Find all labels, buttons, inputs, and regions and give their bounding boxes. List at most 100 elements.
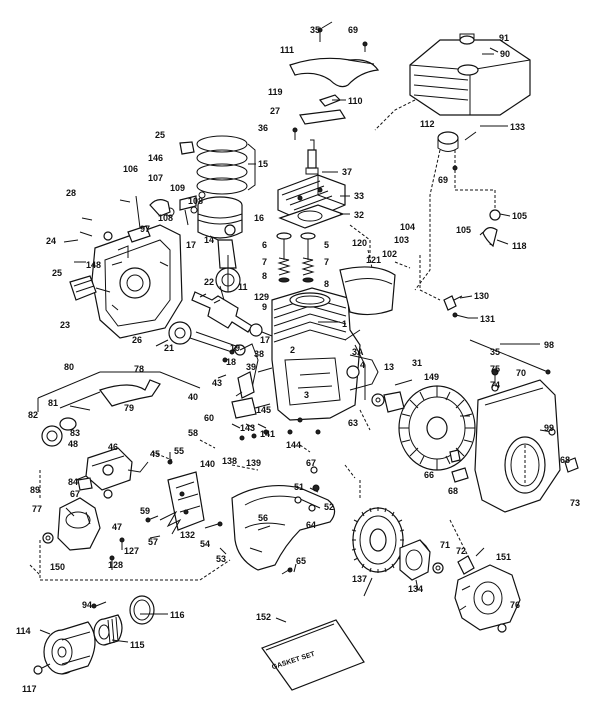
label-77: 77: [32, 504, 42, 514]
label-141: 141: [260, 429, 275, 439]
label-151: 151: [496, 552, 511, 562]
label-69b: 69: [438, 175, 448, 185]
label-112: 112: [420, 119, 435, 129]
label-116: 116: [170, 610, 185, 620]
label-75: 75: [490, 364, 500, 374]
label-55: 55: [174, 446, 184, 456]
control-bracket: [159, 471, 205, 535]
label-37: 37: [342, 167, 352, 177]
label-117: 117: [22, 684, 37, 694]
label-132: 132: [180, 530, 195, 540]
piston-rings: [196, 135, 256, 195]
label-102: 102: [382, 249, 397, 259]
label-114: 114: [16, 626, 31, 636]
label-148: 148: [86, 260, 101, 270]
label-80: 80: [64, 362, 74, 372]
label-120: 120: [352, 238, 367, 248]
label-1: 1: [342, 319, 347, 329]
label-118: 118: [512, 241, 527, 251]
governor-lever: [217, 343, 273, 399]
label-17b: 17: [260, 335, 270, 345]
label-11: 11: [238, 282, 248, 292]
carburetor: [77, 447, 149, 499]
label-35: 35: [310, 25, 320, 35]
label-31: 31: [412, 358, 422, 368]
label-39: 39: [246, 362, 256, 372]
label-54: 54: [200, 539, 210, 549]
label-145: 145: [256, 405, 271, 415]
label-18: 18: [226, 357, 236, 367]
spark-plug: [292, 127, 319, 175]
label-144: 144: [286, 440, 301, 450]
label-43: 43: [212, 378, 222, 388]
label-25b: 25: [52, 268, 62, 278]
part-labels: 35 69 111 91 90 119 110 27 112 133 25 36…: [16, 25, 580, 694]
label-104: 104: [400, 222, 415, 232]
camshaft: [168, 321, 246, 356]
label-134: 134: [408, 584, 423, 594]
label-58: 58: [188, 428, 198, 438]
label-33: 33: [354, 191, 364, 201]
label-56: 56: [258, 513, 268, 523]
label-3: 3: [304, 390, 309, 400]
label-82: 82: [28, 410, 38, 420]
bearing: [93, 614, 123, 646]
label-9: 9: [262, 302, 267, 312]
label-133: 133: [510, 122, 525, 132]
piston: [197, 196, 243, 239]
air-filter: [41, 417, 77, 447]
label-119: 119: [268, 87, 283, 97]
label-51: 51: [294, 482, 304, 492]
label-106: 106: [123, 164, 138, 174]
label-108b: 108: [158, 213, 173, 223]
label-47: 47: [112, 522, 122, 532]
label-128: 128: [108, 560, 123, 570]
label-130: 130: [474, 291, 489, 301]
label-57: 57: [148, 537, 158, 547]
label-150: 150: [50, 562, 65, 572]
label-107: 107: [148, 173, 163, 183]
label-45: 45: [150, 449, 160, 459]
label-103: 103: [394, 235, 409, 245]
starter-assembly: [454, 564, 521, 633]
label-98: 98: [544, 340, 554, 350]
label-13: 13: [384, 362, 394, 372]
label-19: 19: [230, 343, 240, 353]
label-78: 78: [134, 364, 144, 374]
label-53: 53: [216, 554, 226, 564]
fuel-tank: [409, 33, 531, 116]
label-3a: 3A: [352, 347, 364, 357]
breather-assembly: [135, 141, 198, 229]
label-27: 27: [270, 106, 280, 116]
starter-washers: [432, 555, 475, 575]
air-cleaner-elbow: [59, 379, 161, 409]
label-76: 76: [510, 600, 520, 610]
label-74: 74: [490, 380, 500, 390]
label-68b: 68: [448, 486, 458, 496]
label-7: 7: [262, 257, 267, 267]
label-131: 131: [480, 314, 495, 324]
label-15: 15: [258, 159, 268, 169]
label-94: 94: [82, 600, 92, 610]
cylinder-block: [271, 287, 366, 421]
label-108: 108: [188, 196, 203, 206]
label-68: 68: [560, 455, 570, 465]
label-109: 109: [170, 183, 185, 193]
starter-cup: [399, 539, 431, 581]
label-36: 36: [258, 123, 268, 133]
leader-lines: [39, 21, 540, 643]
label-52: 52: [324, 502, 334, 512]
label-22: 22: [204, 277, 214, 287]
label-79: 79: [124, 403, 134, 413]
label-46: 46: [108, 442, 118, 452]
crankcase-cover: [91, 224, 183, 339]
label-66: 66: [424, 470, 434, 480]
valves: [276, 232, 316, 283]
label-99: 99: [544, 423, 554, 433]
flywheel: [398, 385, 476, 471]
label-60: 60: [204, 413, 214, 423]
muffler-shield: [231, 484, 336, 571]
label-8: 8: [262, 271, 267, 281]
label-70: 70: [516, 368, 526, 378]
